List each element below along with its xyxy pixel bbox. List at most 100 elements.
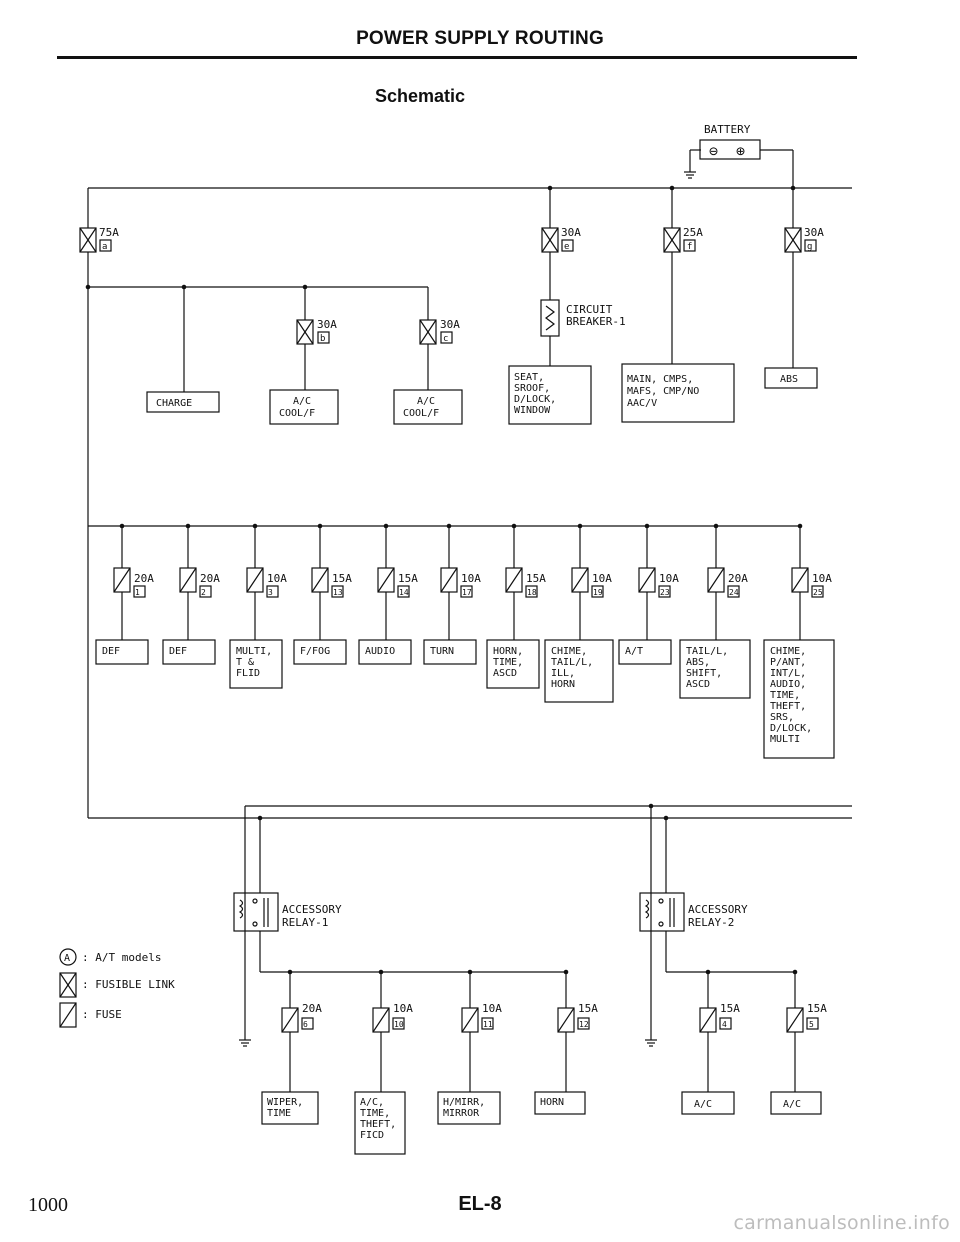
load-ac-cool: COOL/F (403, 408, 439, 419)
fuse-load-label: AUDIO, (770, 679, 806, 690)
fuse-icon (699, 1007, 717, 1033)
fuse-icon (638, 567, 656, 593)
fuse-id: 11 (483, 1020, 493, 1029)
battery-neg-symbol: ⊖ (709, 142, 718, 160)
fuse-id: 17 (462, 588, 472, 597)
relay-load-label: MIRROR (443, 1108, 480, 1119)
watermark: carmanualsonline.info (733, 1212, 950, 1234)
fusible-link-icon (541, 227, 559, 253)
fuse-load-label: HORN, (493, 646, 523, 657)
fusible-link-icon (784, 227, 802, 253)
load-seat: D/LOCK, (514, 394, 556, 405)
link-f-id: f (687, 242, 692, 252)
relay-load-label: H/MIRR, (443, 1097, 485, 1108)
load-abs: ABS (780, 374, 798, 385)
main-link-id: a (102, 242, 107, 252)
relay-icon (639, 892, 685, 932)
fuse-id: 19 (593, 588, 603, 597)
link-e-id: e (564, 242, 569, 252)
fuse-icon (59, 1002, 77, 1028)
fuse-load-label: A/T (625, 646, 643, 657)
fuse-icon (377, 567, 395, 593)
link-e-amp: 30A (561, 226, 581, 239)
fuse-icon (372, 1007, 390, 1033)
relay-load-label: A/C (694, 1099, 712, 1110)
fuse-load-label: AUDIO (365, 646, 395, 657)
fuse-id: 6 (303, 1020, 308, 1029)
fuse-id: 23 (660, 588, 670, 597)
battery-pos-symbol: ⊕ (736, 142, 745, 160)
load-seat: SEAT, (514, 372, 544, 383)
fuse-amp: 10A (659, 572, 679, 585)
legend: A : A/T models : FUSIBLE LINK : FUSE (59, 948, 175, 1028)
fuse-id: 24 (729, 588, 739, 597)
relay-load-label: HORN (540, 1097, 564, 1108)
fuse-icon (281, 1007, 299, 1033)
fuse-load-label: ABS, (686, 657, 710, 668)
fuse-load-label: F/FOG (300, 646, 330, 657)
link-g-amp: 30A (804, 226, 824, 239)
legend-a-symbol: A (64, 953, 70, 964)
fuse-amp: 10A (461, 572, 481, 585)
link-g-id: g (807, 242, 812, 252)
fuse-load-label: D/LOCK, (770, 723, 812, 734)
section-code: EL-8 (458, 1193, 502, 1215)
title-rule (57, 56, 857, 59)
page-title: POWER SUPPLY ROUTING (356, 28, 604, 49)
link-f-amp: 25A (683, 226, 703, 239)
fuse-id: 5 (809, 1020, 814, 1029)
fuse-amp: 10A (482, 1002, 502, 1015)
fuse-load-label: TIME, (493, 657, 523, 668)
fuse-load-label: DEF (169, 646, 187, 657)
fuse-id: 14 (399, 588, 409, 597)
relay-1-label-2: RELAY-1 (282, 916, 328, 929)
load-ac-cool: A/C (293, 396, 311, 407)
relay-load-label: A/C, (360, 1097, 384, 1108)
link-c-id: c (443, 334, 448, 344)
legend-fuse: : FUSE (82, 1008, 122, 1021)
fuse-icon (707, 567, 725, 593)
fuse-icon (786, 1007, 804, 1033)
relay-2-label-2: RELAY-2 (688, 916, 734, 929)
relay-load-label: WIPER, (267, 1097, 303, 1108)
fuse-load-label: P/ANT, (770, 657, 806, 668)
fuse-id: 18 (527, 588, 537, 597)
fuse-load-label: INT/L, (770, 668, 806, 679)
fuse-load-label: TAIL/L, (686, 646, 728, 657)
fuse-icon (461, 1007, 479, 1033)
load-seat: SROOF, (514, 383, 550, 394)
fuse-load-label: FLID (236, 668, 260, 679)
fuse-amp: 15A (807, 1002, 827, 1015)
load-main: MAFS, CMP/NO (627, 386, 699, 397)
page-subtitle: Schematic (374, 86, 466, 106)
load-charge: CHARGE (156, 398, 192, 409)
fusible-link-icon (79, 227, 97, 253)
battery-label: BATTERY (704, 123, 751, 136)
fuse-icon (246, 567, 264, 593)
load-ac-cool: A/C (417, 396, 435, 407)
fuse-id: 4 (722, 1020, 727, 1029)
fuse-load-label: ILL, (551, 668, 575, 679)
fuse-id: 10 (394, 1020, 404, 1029)
fuse-icon (113, 567, 131, 593)
fuse-id: 1 (135, 588, 140, 597)
fuse-amp: 10A (812, 572, 832, 585)
fuse-amp: 15A (398, 572, 418, 585)
fuse-amp: 15A (526, 572, 546, 585)
legend-at-models: : A/T models (82, 951, 161, 964)
fuse-icon (557, 1007, 575, 1033)
fuse-id: 13 (333, 588, 343, 597)
load-main: MAIN, CMPS, (627, 374, 693, 385)
fuse-icon (311, 567, 329, 593)
relay-load-label: THEFT, (360, 1119, 396, 1130)
fuse-amp: 10A (267, 572, 287, 585)
fuse-load-label: MULTI, (236, 646, 272, 657)
fuse-load-label: CHIME, (770, 646, 806, 657)
link-c-amp: 30A (440, 318, 460, 331)
load-seat: WINDOW (514, 405, 551, 416)
fuse-id: 3 (268, 588, 273, 597)
fuse-id: 2 (201, 588, 206, 597)
fuse-load-label: TAIL/L, (551, 657, 593, 668)
fuse-load-label: ASCD (686, 679, 710, 690)
